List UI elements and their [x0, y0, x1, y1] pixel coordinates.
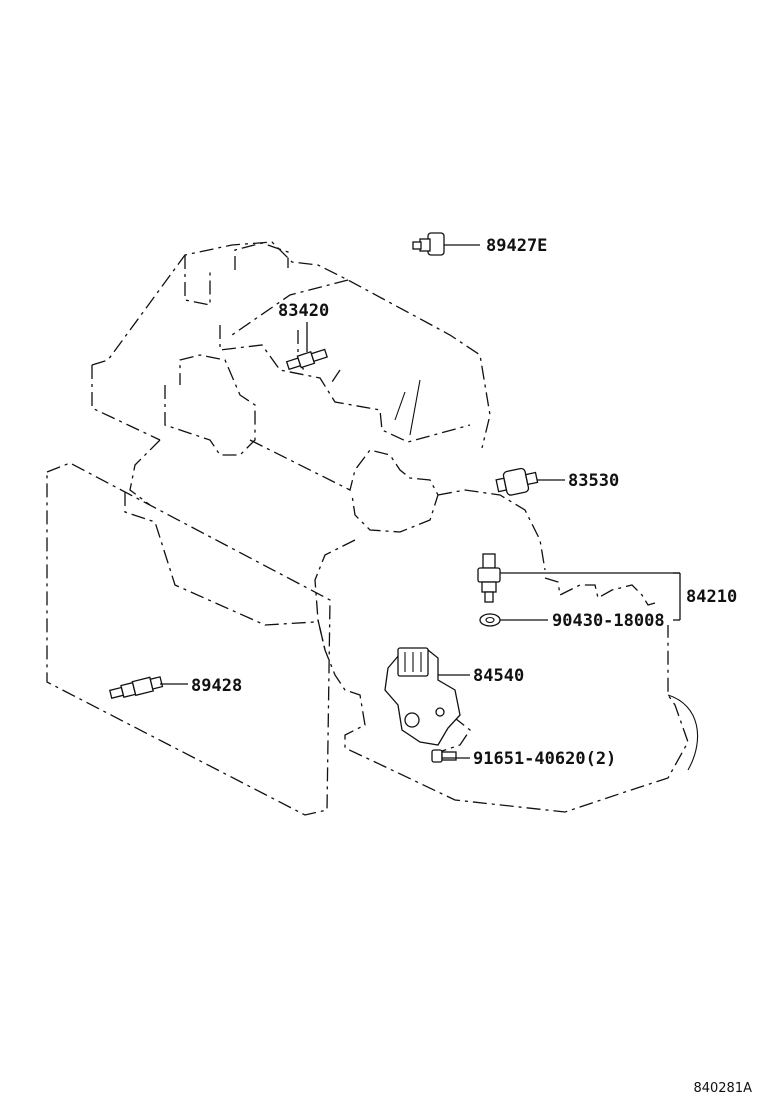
callout-83530: 83530: [568, 471, 619, 491]
callout-89428: 89428: [191, 676, 242, 696]
gasket-icon: [479, 613, 548, 627]
callout-90430-18008: 90430-18008: [552, 611, 665, 631]
callout-89427E: 89427E: [486, 236, 547, 256]
oil-pressure-switch-icon: [412, 232, 480, 256]
water-temperature-sender-icon: [285, 322, 328, 371]
switch-assembly-icon: [477, 553, 681, 621]
callout-84210: 84210: [686, 587, 737, 607]
radiator-outline-icon: [46, 462, 331, 816]
callout-83420: 83420: [278, 301, 329, 321]
neutral-start-switch-icon: [384, 647, 470, 746]
vehicle-speed-sensor-icon: [495, 467, 565, 496]
temperature-sensor-icon: [109, 676, 188, 699]
transmission-outline-icon: [317, 577, 699, 813]
engine-block-outline-icon: [91, 241, 546, 651]
callout-91651-40620: 91651-40620(2): [473, 749, 616, 769]
figure-code: 840281A: [693, 1081, 752, 1096]
callout-84540: 84540: [473, 666, 524, 686]
bolt-icon: [431, 749, 470, 763]
